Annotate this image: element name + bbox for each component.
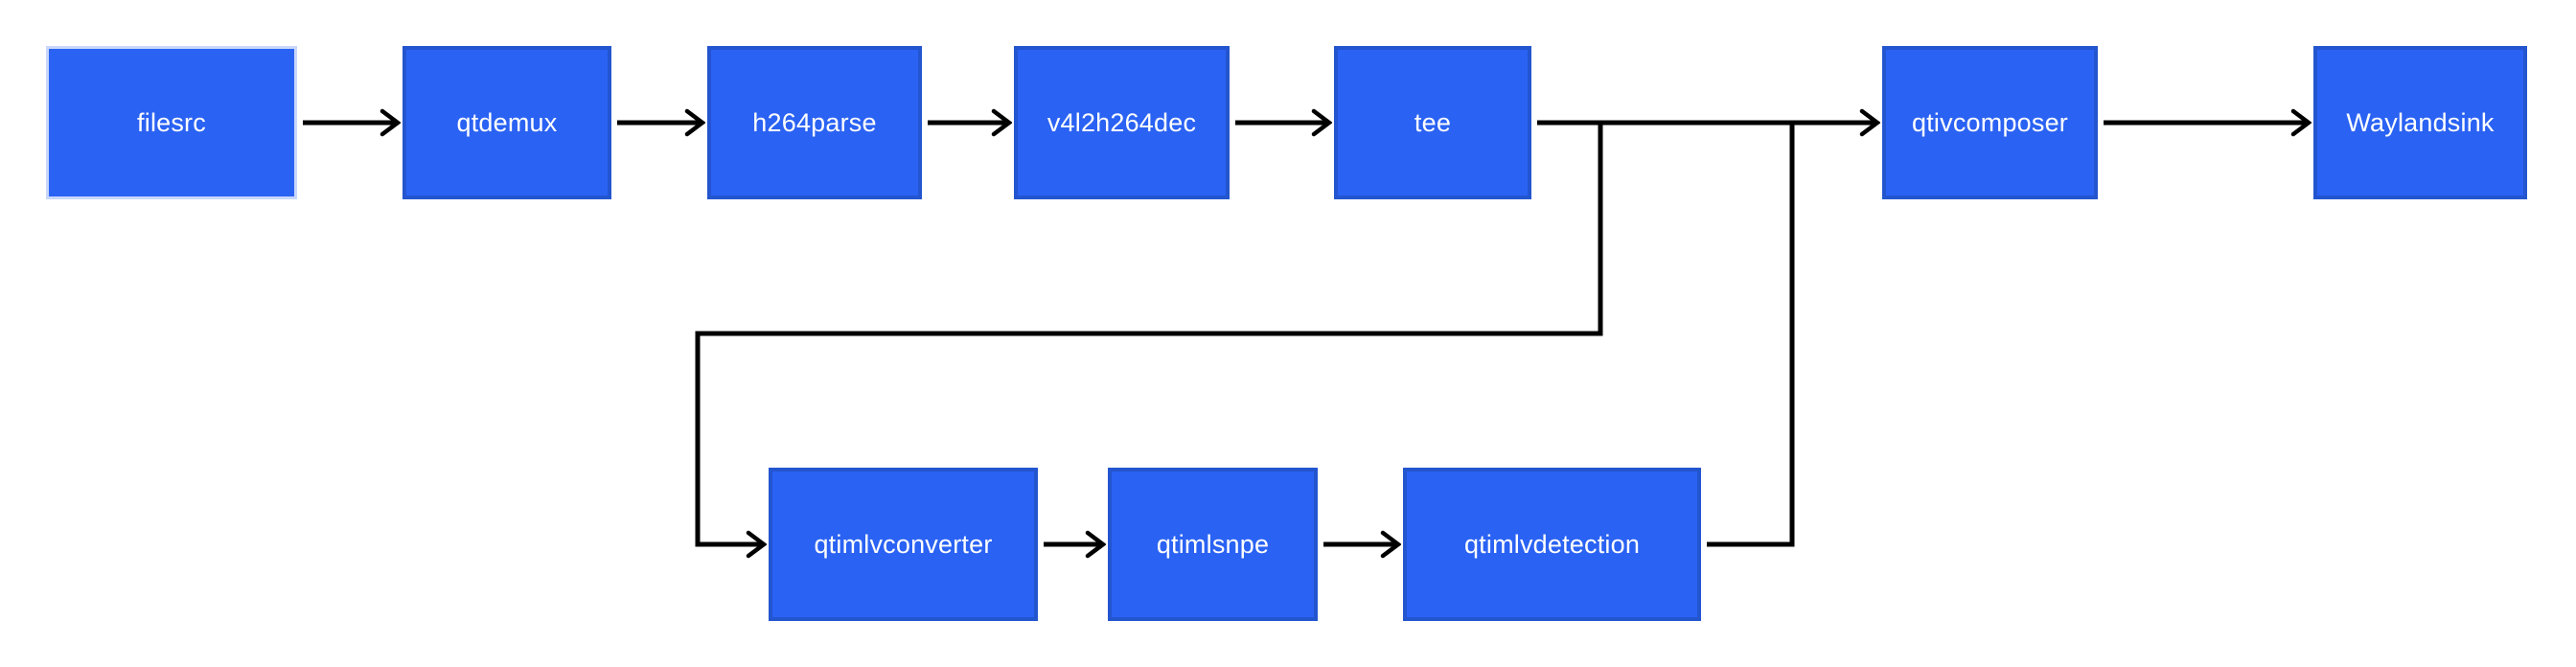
- node-qtimlsnpe: qtimlsnpe: [1108, 468, 1318, 621]
- edge-tee-qtimlvconverter: [695, 123, 1603, 544]
- node-filesrc: filesrc: [46, 46, 297, 199]
- node-label: qtivcomposer: [1912, 107, 2068, 137]
- node-v4l2h264dec: v4l2h264dec: [1014, 46, 1230, 199]
- node-label: h264parse: [752, 107, 877, 137]
- node-label: qtdemux: [456, 107, 558, 137]
- node-label: v4l2h264dec: [1046, 107, 1197, 137]
- node-qtdemux: qtdemux: [402, 46, 611, 199]
- node-h264parse: h264parse: [707, 46, 922, 199]
- node-waylandsink: Waylandsink: [2313, 46, 2527, 199]
- node-label: tee: [1414, 107, 1452, 137]
- node-qtivcomposer: qtivcomposer: [1882, 46, 2098, 199]
- node-label: qtimlvdetection: [1463, 529, 1641, 559]
- node-label: qtimlsnpe: [1156, 529, 1270, 559]
- edge-qtimlvdetection-qtivcomposer: [1707, 123, 1795, 547]
- node-qtimlvconverter: qtimlvconverter: [769, 468, 1038, 621]
- node-label: qtimlvconverter: [814, 529, 993, 559]
- node-label: filesrc: [137, 107, 206, 137]
- node-qtimlvdetection: qtimlvdetection: [1403, 468, 1701, 621]
- node-tee: tee: [1334, 46, 1531, 199]
- node-label: Waylandsink: [2346, 107, 2495, 137]
